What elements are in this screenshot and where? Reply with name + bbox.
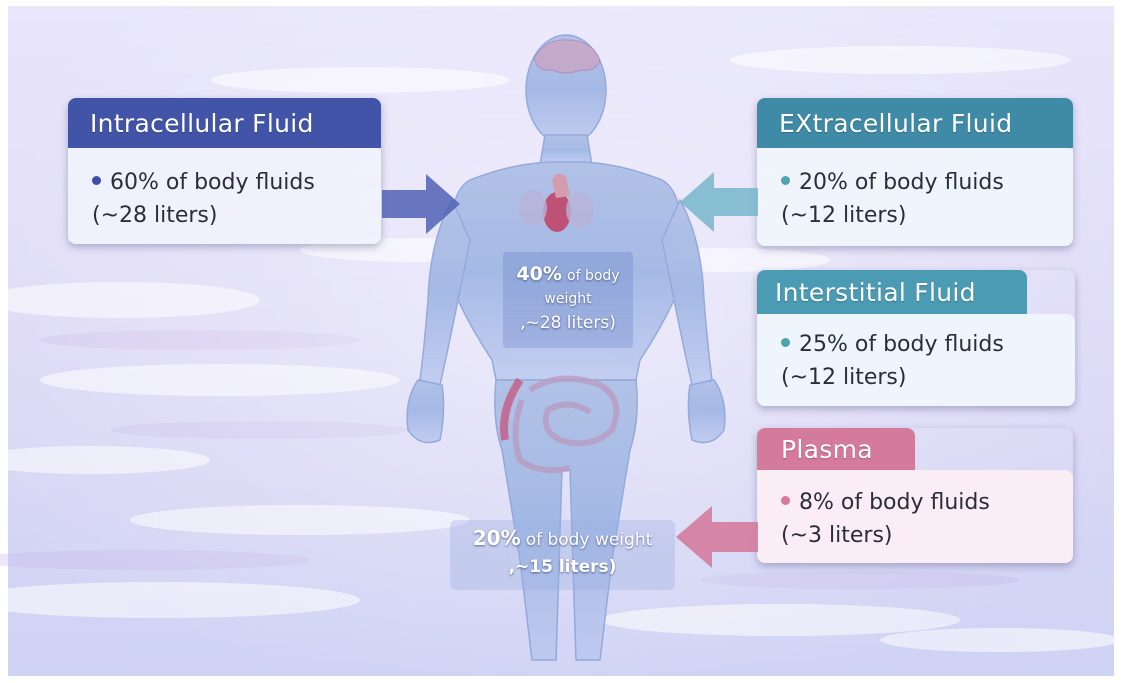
plasma-percent: 8% of body fluids: [799, 490, 990, 515]
extracellular-percent: 20% of body fluids: [799, 170, 1004, 195]
torso-percent: 40%: [516, 263, 561, 285]
bullet-dot: [781, 496, 790, 505]
plasma-body: 8% of body fluids (~3 liters): [757, 470, 1073, 563]
intracellular-fluid-body: 60% of body fluids (~28 liters): [68, 148, 381, 244]
intracellular-percent: 60% of body fluids: [110, 170, 315, 195]
intracellular-fluid-title: Intracellular Fluid: [68, 98, 381, 148]
extracellular-volume: (~12 liters): [781, 199, 1073, 232]
plasma-volume: (~3 liters): [781, 519, 1073, 552]
extracellular-fluid-box: EXtracellular Fluid 20% of body fluids (…: [757, 98, 1073, 246]
torso-text1: of body: [567, 268, 620, 284]
extracellular-fluid-title: EXtracellular Fluid: [757, 98, 1073, 148]
bullet-dot: [92, 176, 101, 185]
torso-weight-label: 40% of body weight ,~28 liters): [503, 262, 633, 336]
interstitial-fluid-body: 25% of body fluids (~12 liters): [757, 314, 1075, 406]
legs-volume: ,~15 liters): [450, 554, 675, 580]
torso-text2: weight: [503, 288, 633, 310]
interstitial-percent: 25% of body fluids: [799, 332, 1004, 357]
bullet-dot: [781, 176, 790, 185]
arrow-right-icon: [382, 174, 462, 234]
plasma-title: Plasma: [757, 428, 915, 470]
plasma-box: Plasma 8% of body fluids (~3 liters): [757, 428, 1073, 563]
interstitial-volume: (~12 liters): [781, 361, 1075, 394]
intracellular-volume: (~28 liters): [92, 199, 381, 232]
bullet-dot: [781, 338, 790, 347]
legs-text: of body weight: [526, 530, 653, 550]
interstitial-fluid-title: Interstitial Fluid: [757, 270, 1027, 314]
intracellular-fluid-box: Intracellular Fluid 60% of body fluids (…: [68, 98, 381, 244]
arrow-left-icon: [676, 506, 758, 568]
legs-weight-label: 20% of body weight ,~15 liters): [450, 524, 675, 580]
torso-volume: ,~28 liters): [503, 310, 633, 336]
arrow-left-icon: [680, 172, 758, 232]
legs-percent: 20%: [473, 526, 521, 550]
interstitial-fluid-box: Interstitial Fluid 25% of body fluids (~…: [757, 270, 1075, 406]
extracellular-fluid-body: 20% of body fluids (~12 liters): [757, 148, 1073, 246]
